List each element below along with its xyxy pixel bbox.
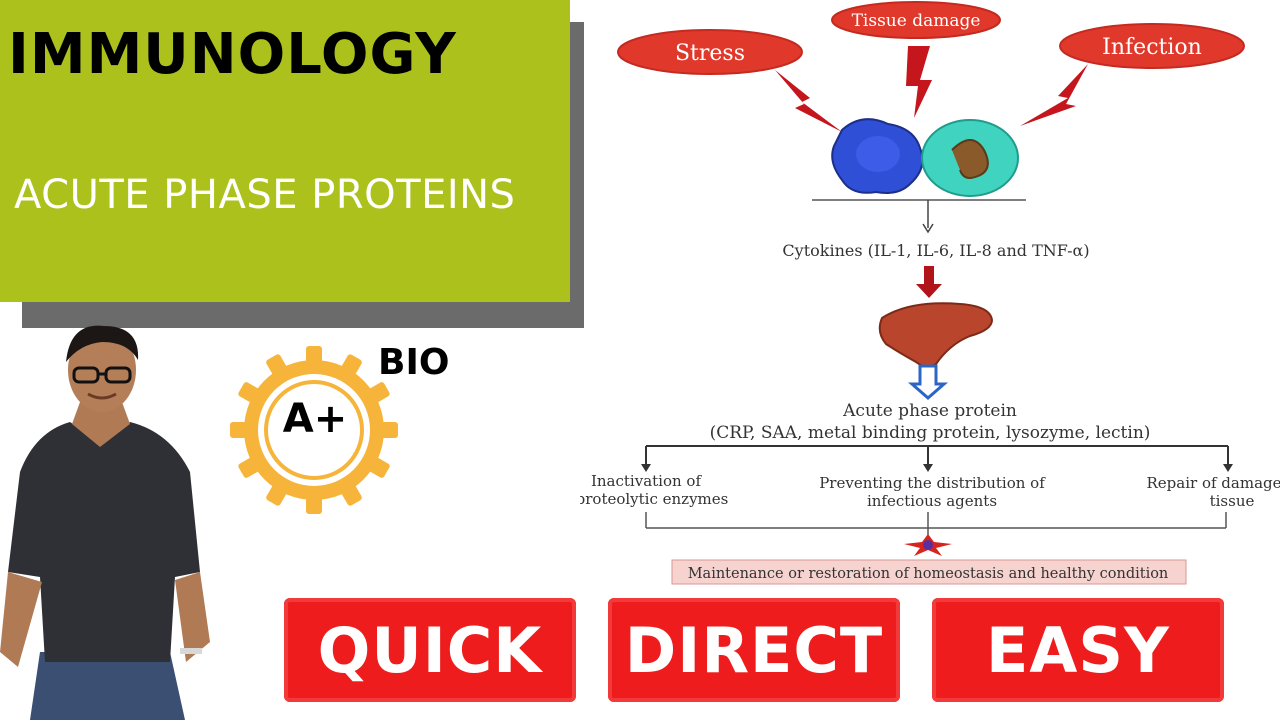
trigger-tissue-damage-label: Tissue damage bbox=[852, 11, 981, 31]
trigger-infection-label: Infection bbox=[1102, 35, 1202, 60]
liver-icon bbox=[878, 302, 994, 368]
acute-phase-diagram: Stress Tissue damage Infection Cytokines… bbox=[580, 1, 1280, 585]
acute-phase-protein-title: Acute phase protein bbox=[842, 401, 1017, 421]
trigger-tissue-damage: Tissue damage bbox=[831, 1, 1001, 39]
direct-button[interactable]: DIRECT bbox=[608, 598, 900, 702]
title-banner: IMMUNOLOGY ACUTE PHASE PROTEINS bbox=[0, 0, 570, 302]
presenter-photo bbox=[0, 325, 210, 720]
outcome-1-line1: Inactivation of bbox=[591, 472, 702, 490]
arrow-down-icon bbox=[916, 266, 942, 298]
outcome-3-line2: tissue bbox=[1210, 492, 1255, 510]
outcome-2-line1: Preventing the distribution of bbox=[819, 474, 1046, 492]
page-subtitle: ACUTE PHASE PROTEINS bbox=[14, 172, 516, 218]
lightning-bolt-icon bbox=[906, 46, 932, 118]
grade-badge-icon bbox=[230, 346, 398, 514]
lightning-bolt-icon bbox=[775, 70, 842, 132]
arrow-down-icon bbox=[908, 364, 948, 400]
lightning-bolt-icon bbox=[1020, 64, 1088, 126]
quick-button[interactable]: QUICK bbox=[284, 598, 576, 702]
badge-label: BIO bbox=[378, 342, 450, 383]
page-title: IMMUNOLOGY bbox=[8, 22, 457, 87]
outcome-3-line1: Repair of damage bbox=[1147, 474, 1280, 492]
badge-grade: A+ bbox=[282, 396, 348, 442]
result-label: Maintenance or restoration of homeostasi… bbox=[688, 566, 1169, 582]
trigger-infection: Infection bbox=[1059, 23, 1245, 69]
easy-button[interactable]: EASY bbox=[932, 598, 1224, 702]
acute-phase-protein-list: (CRP, SAA, metal binding protein, lysozy… bbox=[710, 423, 1151, 443]
cytokines-label: Cytokines (IL-1, IL-6, IL-8 and TNF-α) bbox=[782, 241, 1089, 260]
outcome-1-line2: proteolytic enzymes bbox=[580, 490, 728, 508]
trigger-stress: Stress bbox=[617, 29, 803, 75]
trigger-stress-label: Stress bbox=[675, 41, 745, 66]
outcome-2-line2: infectious agents bbox=[867, 492, 997, 510]
